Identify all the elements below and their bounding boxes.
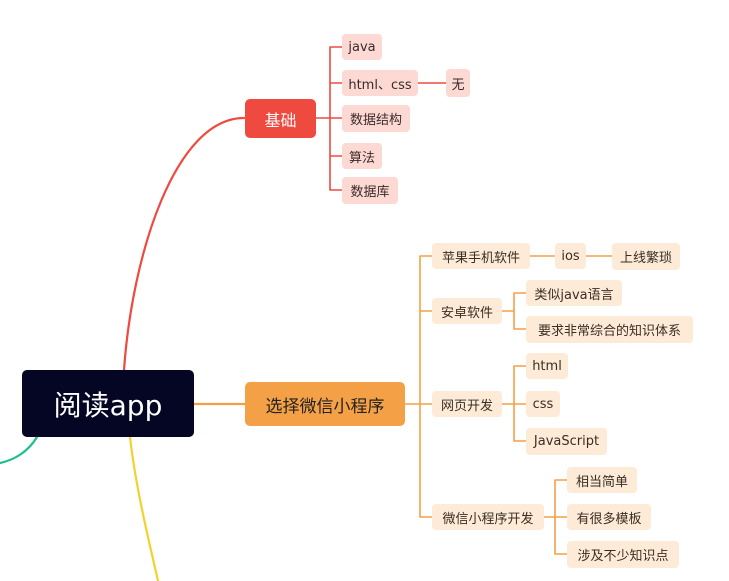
node-web-dev[interactable]: 网页开发	[432, 391, 502, 417]
connector-root-basics	[122, 116, 246, 372]
connector-wechat-children	[543, 479, 568, 555]
node-comprehensive-knowledge[interactable]: 要求非常综合的知识体系	[526, 316, 693, 343]
node-many-templates[interactable]: 有很多模板	[567, 504, 651, 530]
branch-basics[interactable]: 基础	[245, 99, 316, 138]
node-ios-tedious[interactable]: 上线繁琐	[612, 243, 680, 270]
node-wechat-mini-dev[interactable]: 微信小程序开发	[432, 504, 544, 530]
node-java-like[interactable]: 类似java语言	[526, 280, 622, 306]
node-apple-software[interactable]: 苹果手机软件	[432, 243, 530, 269]
root-label: 阅读app	[53, 388, 163, 422]
node-data-structures[interactable]: 数据结构	[342, 105, 410, 132]
node-html[interactable]: html	[526, 353, 568, 379]
connector-web-children	[501, 365, 527, 442]
node-many-knowledge-points[interactable]: 涉及不少知识点	[567, 541, 679, 568]
node-quite-simple[interactable]: 相当简单	[567, 467, 637, 493]
node-java[interactable]: java	[342, 34, 382, 60]
branch-choose-label: 选择微信小程序	[265, 396, 385, 417]
node-html-css-none[interactable]: 无	[446, 69, 470, 97]
connector-basics-children	[315, 46, 447, 191]
connector-choose-children	[404, 255, 433, 518]
root-node[interactable]: 阅读app	[22, 370, 194, 437]
branch-basics-label: 基础	[264, 110, 297, 130]
branch-choose-wechat[interactable]: 选择微信小程序	[245, 382, 405, 426]
node-database[interactable]: 数据库	[342, 177, 398, 204]
node-android-software[interactable]: 安卓软件	[432, 298, 502, 324]
connector-android-children	[501, 292, 527, 330]
node-ios[interactable]: ios	[555, 243, 586, 269]
connector-root-yellow	[128, 435, 160, 581]
connector-root-green	[0, 435, 39, 465]
node-css[interactable]: css	[526, 391, 560, 417]
node-html-css[interactable]: html、css	[342, 70, 418, 96]
node-algorithms[interactable]: 算法	[342, 143, 382, 169]
node-javascript[interactable]: JavaScript	[526, 428, 607, 455]
